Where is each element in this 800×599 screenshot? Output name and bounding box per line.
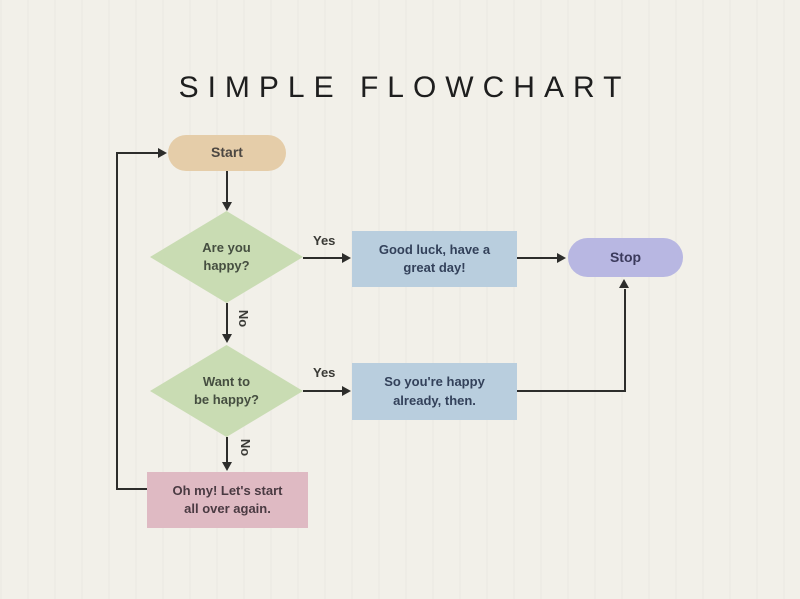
node-process-so-youre-happy: So you're happy already, then. [352, 363, 517, 420]
node-process2-label: So you're happy already, then. [384, 374, 485, 408]
node-restart-oh-my: Oh my! Let's start all over again. [147, 472, 308, 528]
connector-restart-loop-bottom [117, 488, 147, 490]
arrowhead-into-process2-icon [342, 386, 351, 396]
connector-decision1-yes-to-process1 [303, 257, 342, 259]
arrowhead-into-process1-icon [342, 253, 351, 263]
arrowhead-into-start-icon [158, 148, 167, 158]
node-decision-are-you-happy: Are you happy? [150, 211, 303, 303]
node-process1-label: Good luck, have a great day! [378, 241, 491, 275]
arrowhead-into-stop-bottom-icon [619, 279, 629, 288]
edge-label-yes-decision2: Yes [313, 365, 336, 380]
connector-decision2-no-to-restart [226, 437, 228, 464]
node-decision1-label: Are you happy? [202, 239, 251, 273]
connector-process1-to-stop [517, 257, 557, 259]
node-restart-label: Oh my! Let's start all over again. [172, 482, 283, 516]
node-stop-label: Stop [609, 248, 642, 265]
node-start: Start [168, 135, 286, 171]
edge-label-no-decision2: No [238, 438, 254, 457]
connector-restart-loop-top [117, 152, 159, 154]
connector-process2-to-stop-horizontal [517, 390, 626, 392]
edge-label-yes-decision1: Yes [313, 233, 336, 248]
connector-start-to-decision1 [226, 171, 228, 204]
arrowhead-into-stop-left-icon [557, 253, 566, 263]
node-process-good-luck: Good luck, have a great day! [352, 231, 517, 287]
node-stop: Stop [568, 238, 683, 277]
edge-label-no-decision1: No [236, 309, 252, 328]
connector-restart-loop-vertical [116, 152, 118, 490]
node-decision2-label: Want to be happy? [193, 373, 259, 407]
node-start-label: Start [211, 144, 243, 161]
arrowhead-into-decision1-icon [222, 202, 232, 211]
node-decision-want-to-be-happy: Want to be happy? [150, 345, 303, 437]
connector-decision1-no-to-decision2 [226, 303, 228, 335]
page-title: SIMPLE FLOWCHART [178, 71, 631, 104]
connector-process2-to-stop-vertical [624, 289, 626, 392]
arrowhead-into-decision2-icon [222, 334, 232, 343]
arrowhead-into-restart-icon [222, 462, 232, 471]
connector-decision2-yes-to-process2 [303, 390, 342, 392]
